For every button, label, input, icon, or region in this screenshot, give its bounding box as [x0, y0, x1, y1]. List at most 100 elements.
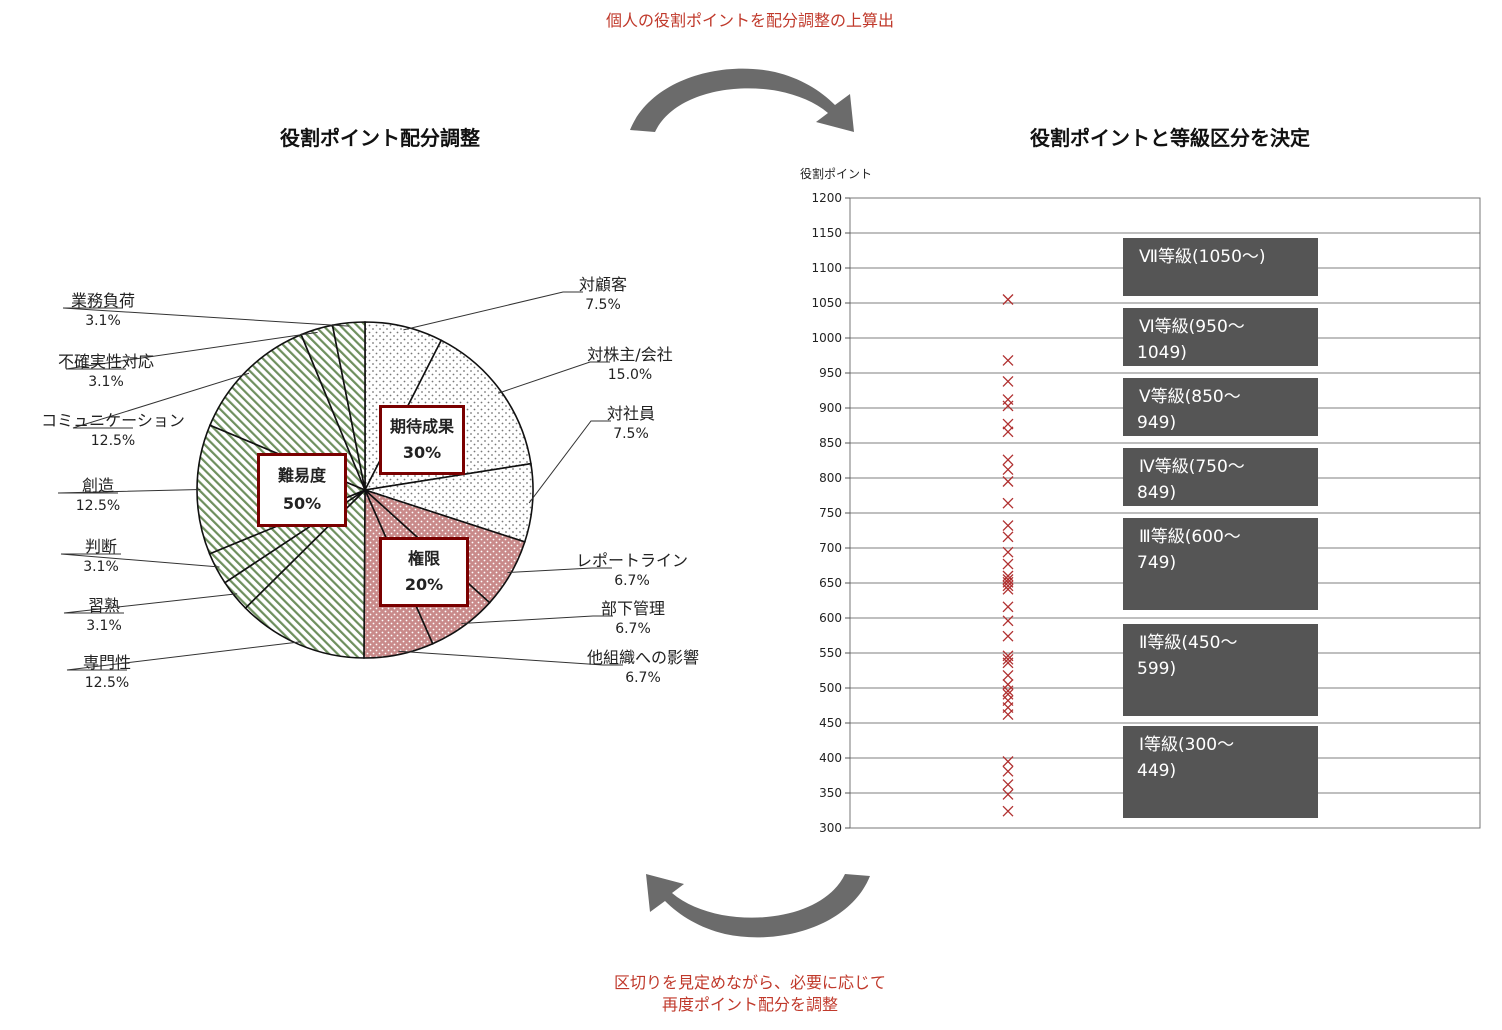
data-point-marker: [1002, 657, 1014, 669]
grade-label: Ⅴ等級(850〜: [1139, 387, 1241, 407]
pie-slice-value: 12.5%: [91, 433, 135, 449]
top-caption: 個人の役割ポイントを配分調整の上算出: [605, 11, 894, 30]
scatter-chart: 役割ポイント 300350400450500550600650700750800…: [800, 166, 1481, 835]
y-tick-label: 700: [819, 541, 842, 555]
y-tick-label: 600: [819, 611, 842, 625]
data-point-marker: [1002, 497, 1014, 509]
cycle-arrow-bottom-icon: [646, 874, 870, 938]
data-point-marker: [1002, 476, 1014, 487]
grade-box: [1123, 308, 1318, 366]
pie-slice-value: 3.1%: [83, 559, 119, 575]
y-tick-label: 950: [819, 366, 842, 380]
pie-title: 役割ポイント配分調整: [280, 126, 480, 150]
y-tick-label: 900: [819, 401, 842, 415]
data-point-marker: [1002, 531, 1014, 543]
pie-slice-label: 対社員: [607, 404, 655, 423]
y-tick-label: 350: [819, 786, 842, 800]
pie-slice-label: 判断: [85, 537, 117, 556]
grade-label-range-end: 849): [1137, 483, 1176, 503]
pie-slice-value: 6.7%: [625, 670, 661, 686]
y-tick-label: 650: [819, 576, 842, 590]
grade-box: [1123, 726, 1318, 818]
pie-slice-label: 習熟: [88, 596, 120, 615]
grade-label: Ⅶ等級(1050〜): [1139, 247, 1266, 267]
pie-slice-label: 業務負荷: [71, 291, 135, 310]
pie-leader-line: [72, 372, 250, 429]
pie-leader-line: [403, 291, 583, 331]
category-percent: 30%: [402, 443, 442, 462]
pie-slice-label: 部下管理: [601, 599, 665, 618]
data-point-marker: [1002, 418, 1014, 430]
pie-slice-label: 不確実性対応: [58, 352, 154, 371]
grade-box: [1123, 448, 1318, 506]
data-point-marker: [1002, 779, 1014, 791]
data-point-marker: [1002, 788, 1014, 800]
grade-label-range-end: 1049): [1137, 343, 1187, 363]
bottom-caption-line2: 再度ポイント配分を調整: [661, 995, 838, 1014]
grade-label: Ⅰ等級(300〜: [1139, 735, 1234, 755]
pie-leader-line: [66, 641, 302, 671]
category-box-kengen: 権限 20%: [379, 537, 469, 607]
data-point-marker: [1002, 354, 1014, 366]
data-point-marker: [1002, 765, 1014, 777]
y-tick-label: 500: [819, 681, 842, 695]
pie-slice-label: コミュニケーション: [41, 411, 185, 430]
grade-label-range-end: 749): [1137, 553, 1176, 573]
pie-slice-label: 専門性: [83, 653, 131, 672]
y-tick-label: 1200: [811, 191, 842, 205]
data-point-marker: [1002, 558, 1014, 570]
pie-slice-value: 12.5%: [76, 498, 120, 514]
grade-label: Ⅲ等級(600〜: [1139, 527, 1241, 547]
data-point-marker: [1002, 454, 1014, 466]
pie-slice-value: 6.7%: [615, 621, 651, 637]
y-tick-label: 1050: [811, 296, 842, 310]
grade-label: Ⅳ等級(750〜: [1139, 457, 1245, 477]
pie-slice-value: 6.7%: [614, 573, 650, 589]
data-point-marker: [1002, 583, 1014, 595]
y-tick-label: 1000: [811, 331, 842, 345]
category-box-kitai: 期待成果 30%: [379, 405, 465, 475]
category-name: 権限: [407, 549, 440, 568]
pie-slice-label: 対顧客: [579, 275, 627, 294]
data-point-marker: [1002, 520, 1014, 532]
pie-leader-line: [62, 307, 350, 327]
cycle-arrow-top-icon: [630, 68, 854, 132]
data-point-marker: [1002, 709, 1014, 721]
pie-slice-label: 他組織への影響: [587, 648, 699, 667]
category-name: 期待成果: [389, 417, 454, 436]
grade-box: [1123, 378, 1318, 436]
data-point-marker: [1002, 426, 1014, 438]
scatter-title: 役割ポイントと等級区分を決定: [1030, 126, 1310, 150]
y-tick-label: 1150: [811, 226, 842, 240]
grade-label: Ⅵ等級(950〜: [1139, 317, 1245, 337]
pie-leader-line: [57, 488, 201, 494]
pie-leader-line: [63, 593, 238, 614]
category-percent: 50%: [282, 494, 322, 513]
data-point-marker: [1002, 580, 1014, 592]
y-tick-label: 300: [819, 821, 842, 835]
pie-slice: [244, 488, 366, 659]
pie-leader-line: [65, 331, 318, 370]
y-tick-label: 750: [819, 506, 842, 520]
data-point-marker: [1002, 615, 1014, 627]
pie-slice-value: 3.1%: [86, 618, 122, 634]
pie-chart: 対顧客7.5%対株主/会社15.0%対社員7.5%レポートライン6.7%部下管理…: [41, 275, 699, 691]
y-tick-label: 400: [819, 751, 842, 765]
bottom-caption-line1: 区切りを見定めながら、必要に応じて: [613, 973, 886, 992]
grade-box: [1123, 518, 1318, 610]
data-point-marker: [1002, 601, 1014, 613]
data-point-marker: [1002, 805, 1014, 817]
data-point-marker: [1002, 400, 1014, 412]
y-tick-label: 450: [819, 716, 842, 730]
data-point-marker: [1002, 630, 1014, 642]
data-point-marker: [1002, 653, 1014, 665]
pie-slice-label: レポートライン: [576, 551, 688, 570]
pie-slice-label: 対株主/会社: [587, 345, 672, 364]
grade-label-range-end: 949): [1137, 413, 1176, 433]
pie-slice-value: 15.0%: [608, 367, 652, 383]
y-tick-label: 850: [819, 436, 842, 450]
data-point-marker: [1002, 375, 1014, 387]
grade-label: Ⅱ等級(450〜: [1139, 633, 1237, 653]
data-point-marker: [1002, 464, 1014, 476]
pie-slice-value: 3.1%: [88, 374, 124, 390]
